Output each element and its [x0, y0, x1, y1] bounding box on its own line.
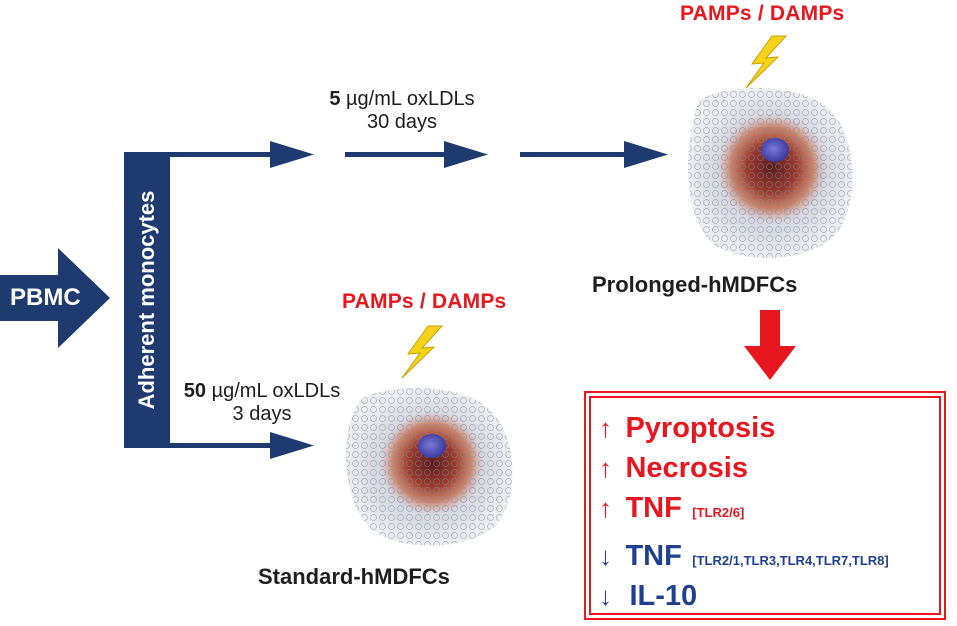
pbmc-arrow [0, 248, 110, 348]
prolonged-cell-label: Prolonged-hMDFCs [592, 272, 798, 297]
il10-label: IL-10 [629, 580, 698, 612]
result-down-arrow [744, 310, 796, 380]
up-arrow-icon: ↑ [599, 453, 612, 483]
necrosis-label: Necrosis [625, 452, 748, 484]
standard-cell-label: Standard-hMDFCs [258, 564, 450, 589]
standard-foam-cell-image [345, 388, 513, 546]
prolonged-dose: 5 [329, 88, 341, 110]
top-branch-line [170, 152, 280, 157]
pyroptosis-label: Pyroptosis [625, 412, 776, 444]
prolonged-condition: 5 µg/mL oxLDLs 30 days [312, 88, 492, 134]
prolonged-stimulus: PAMPs / DAMPs [680, 2, 845, 25]
outcome-necrosis: ↑ Necrosis [599, 452, 748, 485]
lightning-icon [745, 35, 788, 89]
outcomes-box: ↑ Pyroptosis ↑ Necrosis ↑ TNF [TLR2/6] ↓… [584, 391, 946, 620]
adherent-monocytes-bar [124, 152, 170, 448]
standard-condition: 50 µg/mL oxLDLs 3 days [172, 380, 352, 426]
tnf-up-label: TNF [625, 492, 682, 524]
middle-arrow-shaft [345, 152, 450, 157]
top-branch-arrowhead [270, 141, 314, 168]
right-arrow-shaft [520, 152, 630, 157]
outcome-il10: ↓ IL-10 [599, 580, 697, 613]
up-arrow-icon: ↑ [599, 413, 612, 443]
adherent-monocytes-label-wrap: Adherent monocytes [124, 152, 170, 448]
standard-dose: 50 [183, 380, 207, 402]
standard-stimulus: PAMPs / DAMPs [342, 290, 507, 313]
down-arrow-icon: ↓ [599, 541, 612, 571]
middle-arrowhead [444, 141, 488, 168]
adherent-monocytes-label: Adherent monocytes [134, 190, 159, 410]
prolonged-foam-cell-image [688, 88, 853, 258]
prolonged-duration: 30 days [366, 111, 438, 133]
outcome-tnf-down: ↓ TNF [TLR2/1,TLR3,TLR4,TLR7,TLR8] [599, 540, 889, 573]
prolonged-dose-line: 5 µg/mL oxLDLs [312, 88, 492, 111]
bottom-branch-arrowhead [270, 432, 314, 459]
standard-duration: 3 days [232, 403, 292, 425]
prolonged-unit: µg/mL oxLDLs [346, 88, 475, 110]
tnf-up-receptors: [TLR2/6] [692, 505, 745, 520]
tnf-down-label: TNF [625, 540, 682, 572]
pbmc-label: PBMC [10, 284, 81, 311]
standard-unit: µg/mL oxLDLs [211, 380, 341, 402]
down-arrow-icon: ↓ [599, 581, 612, 611]
lightning-icon [401, 325, 444, 379]
outcome-tnf-up: ↑ TNF [TLR2/6] [599, 492, 744, 525]
outcomes-inner-box: ↑ Pyroptosis ↑ Necrosis ↑ TNF [TLR2/6] ↓… [589, 396, 941, 615]
outcome-pyroptosis: ↑ Pyroptosis [599, 412, 775, 445]
bottom-branch-line [170, 443, 280, 448]
tnf-down-receptors: [TLR2/1,TLR3,TLR4,TLR7,TLR8] [692, 553, 889, 568]
standard-dose-line: 50 µg/mL oxLDLs [172, 380, 352, 403]
up-arrow-icon: ↑ [599, 493, 612, 523]
right-arrowhead [624, 141, 668, 168]
